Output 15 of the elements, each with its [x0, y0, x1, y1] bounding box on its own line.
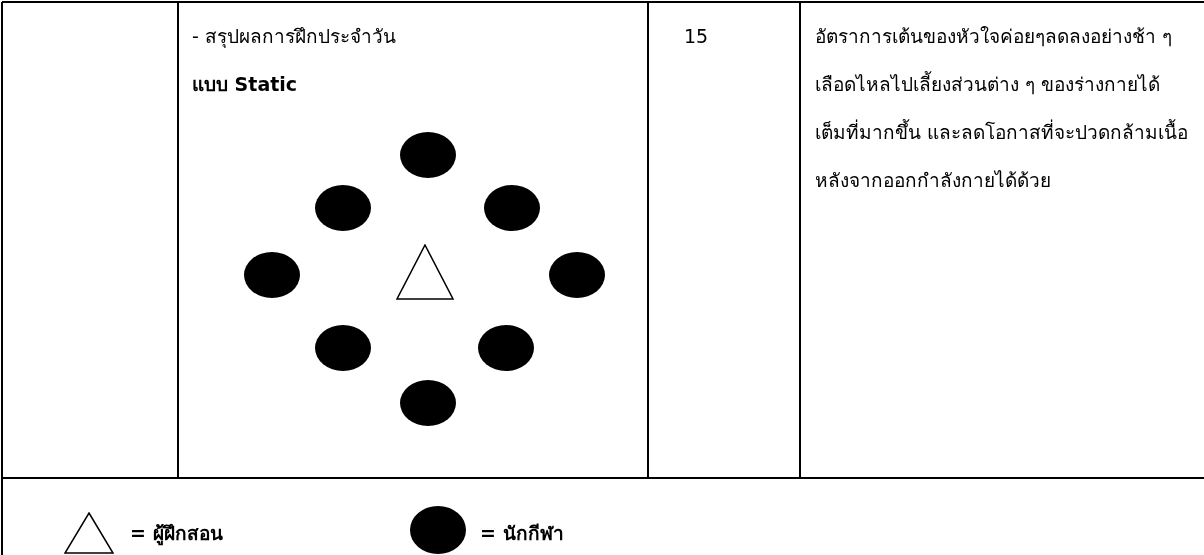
player-ellipse [244, 252, 300, 298]
legend-text: = นักกีฬา [480, 521, 564, 546]
player-ellipse [315, 185, 371, 231]
activity-text: - สรุปผลการฝึกประจำวัน [192, 24, 396, 50]
player-ellipse [549, 252, 605, 298]
duration-text: 15 [684, 24, 709, 49]
legend-text: = ผู้ฝึกสอน [130, 521, 223, 548]
activity-text: แบบ Static [192, 72, 298, 97]
coach-triangle [396, 244, 454, 300]
description-text: อัตราการเต้นของหัวใจค่อยๆลดลงอย่างช้า ๆ เลือดไหลไปเลี้ยงส่วนต่าง ๆ ของร่างกายได้เต็มที่มากขึ้น และลดโอกาสที่จะปวดกล้ามเนื้อหลังจากออกกำลังกายได้ด้วย [815, 24, 1190, 193]
player-ellipse [400, 132, 456, 178]
player-ellipse [315, 325, 371, 371]
player-ellipse [400, 380, 456, 426]
player-ellipse [478, 325, 534, 371]
player-ellipse [484, 185, 540, 231]
